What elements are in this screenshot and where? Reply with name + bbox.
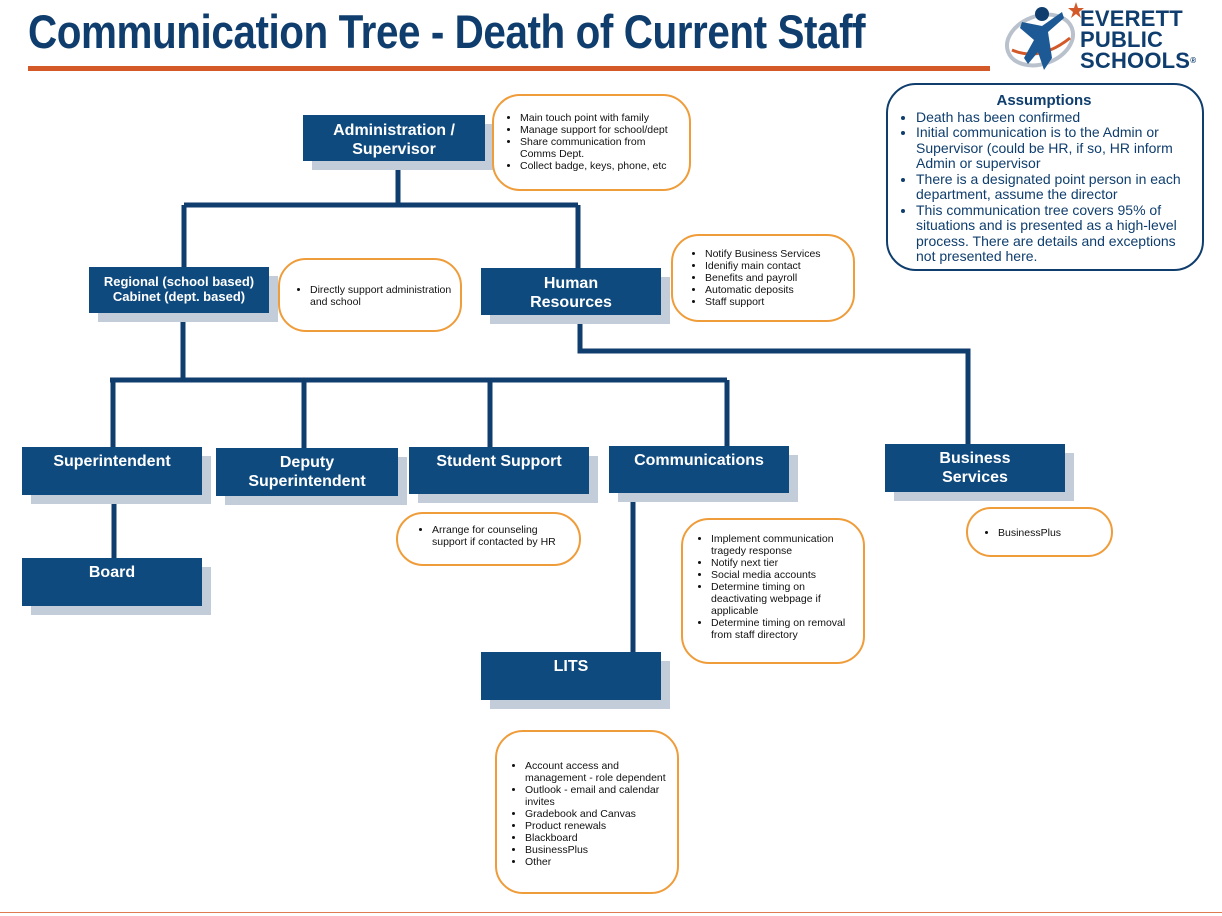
assumption-item: Initial communication is to the Admin or…: [916, 124, 1192, 172]
note-item: Determine timing on removal from staff d…: [711, 617, 853, 641]
note-item: Determine timing on deactivating webpage…: [711, 581, 853, 617]
note-lits: Account access and management - role dep…: [495, 730, 679, 894]
note-item: Implement communication tragedy response: [711, 533, 853, 557]
note-item: Directly support administration and scho…: [310, 284, 452, 308]
page-title: Communication Tree - Death of Current St…: [28, 5, 866, 58]
everett-logo-icon: [1005, 2, 1084, 70]
logo-line-1: EVERETT: [1080, 6, 1183, 31]
assumption-item: Death has been confirmed: [916, 109, 1192, 126]
node-human-resources: Human Resources: [481, 268, 661, 315]
note-item: Automatic deposits: [705, 284, 847, 296]
title-underline: [28, 66, 990, 71]
node-regional-cabinet: Regional (school based) Cabinet (dept. b…: [89, 267, 269, 313]
note-business-services: BusinessPlus: [966, 507, 1113, 557]
note-item: Arrange for counseling support if contac…: [432, 524, 573, 548]
note-communications: Implement communication tragedy response…: [681, 518, 865, 664]
node-superintendent: Superintendent: [22, 447, 202, 495]
note-student-support: Arrange for counseling support if contac…: [396, 512, 581, 566]
note-item: Main touch point with family: [520, 112, 683, 124]
node-business-services: Business Services: [885, 444, 1065, 492]
note-item: Gradebook and Canvas: [525, 808, 667, 820]
note-item: Outlook - email and calendar invites: [525, 784, 667, 808]
note-regional: Directly support administration and scho…: [278, 258, 462, 332]
note-item: Benefits and payroll: [705, 272, 847, 284]
logo-line-2: PUBLIC: [1080, 27, 1164, 52]
node-deputy-superintendent: Deputy Superintendent: [216, 448, 398, 496]
note-item: Notify next tier: [711, 557, 853, 569]
assumptions-title: Assumptions: [996, 92, 1092, 109]
note-item: Staff support: [705, 296, 847, 308]
note-item: Account access and management - role dep…: [525, 760, 667, 784]
node-administration-supervisor: Administration / Supervisor: [303, 115, 485, 161]
node-lits: LITS: [481, 652, 661, 700]
node-communications: Communications: [609, 446, 789, 493]
note-item: Other: [525, 856, 667, 868]
note-administration: Main touch point with family Manage supp…: [492, 94, 691, 191]
node-board: Board: [22, 558, 202, 606]
note-human-resources: Notify Business Services Idenifiy main c…: [671, 234, 855, 322]
note-item: Notify Business Services: [705, 248, 847, 260]
note-item: Social media accounts: [711, 569, 853, 581]
note-item: BusinessPlus: [998, 527, 1105, 539]
note-item: Idenifiy main contact: [705, 260, 847, 272]
note-item: BusinessPlus: [525, 844, 667, 856]
note-item: Product renewals: [525, 820, 667, 832]
assumption-item: There is a designated point person in ea…: [916, 171, 1192, 203]
node-student-support: Student Support: [409, 447, 589, 494]
note-item: Blackboard: [525, 832, 667, 844]
assumptions-box: Assumptions Death has been confirmed Ini…: [886, 83, 1204, 271]
footer-rule: [0, 912, 1222, 913]
note-item: Share communication from Comms Dept.: [520, 136, 683, 160]
logo-wordmark: EVERETT PUBLIC SCHOOLS®: [1080, 6, 1197, 73]
note-item: Manage support for school/dept: [520, 124, 683, 136]
logo-line-3: SCHOOLS®: [1080, 48, 1197, 73]
note-item: Collect badge, keys, phone, etc: [520, 160, 683, 172]
assumption-item: This communication tree covers 95% of si…: [916, 202, 1192, 265]
